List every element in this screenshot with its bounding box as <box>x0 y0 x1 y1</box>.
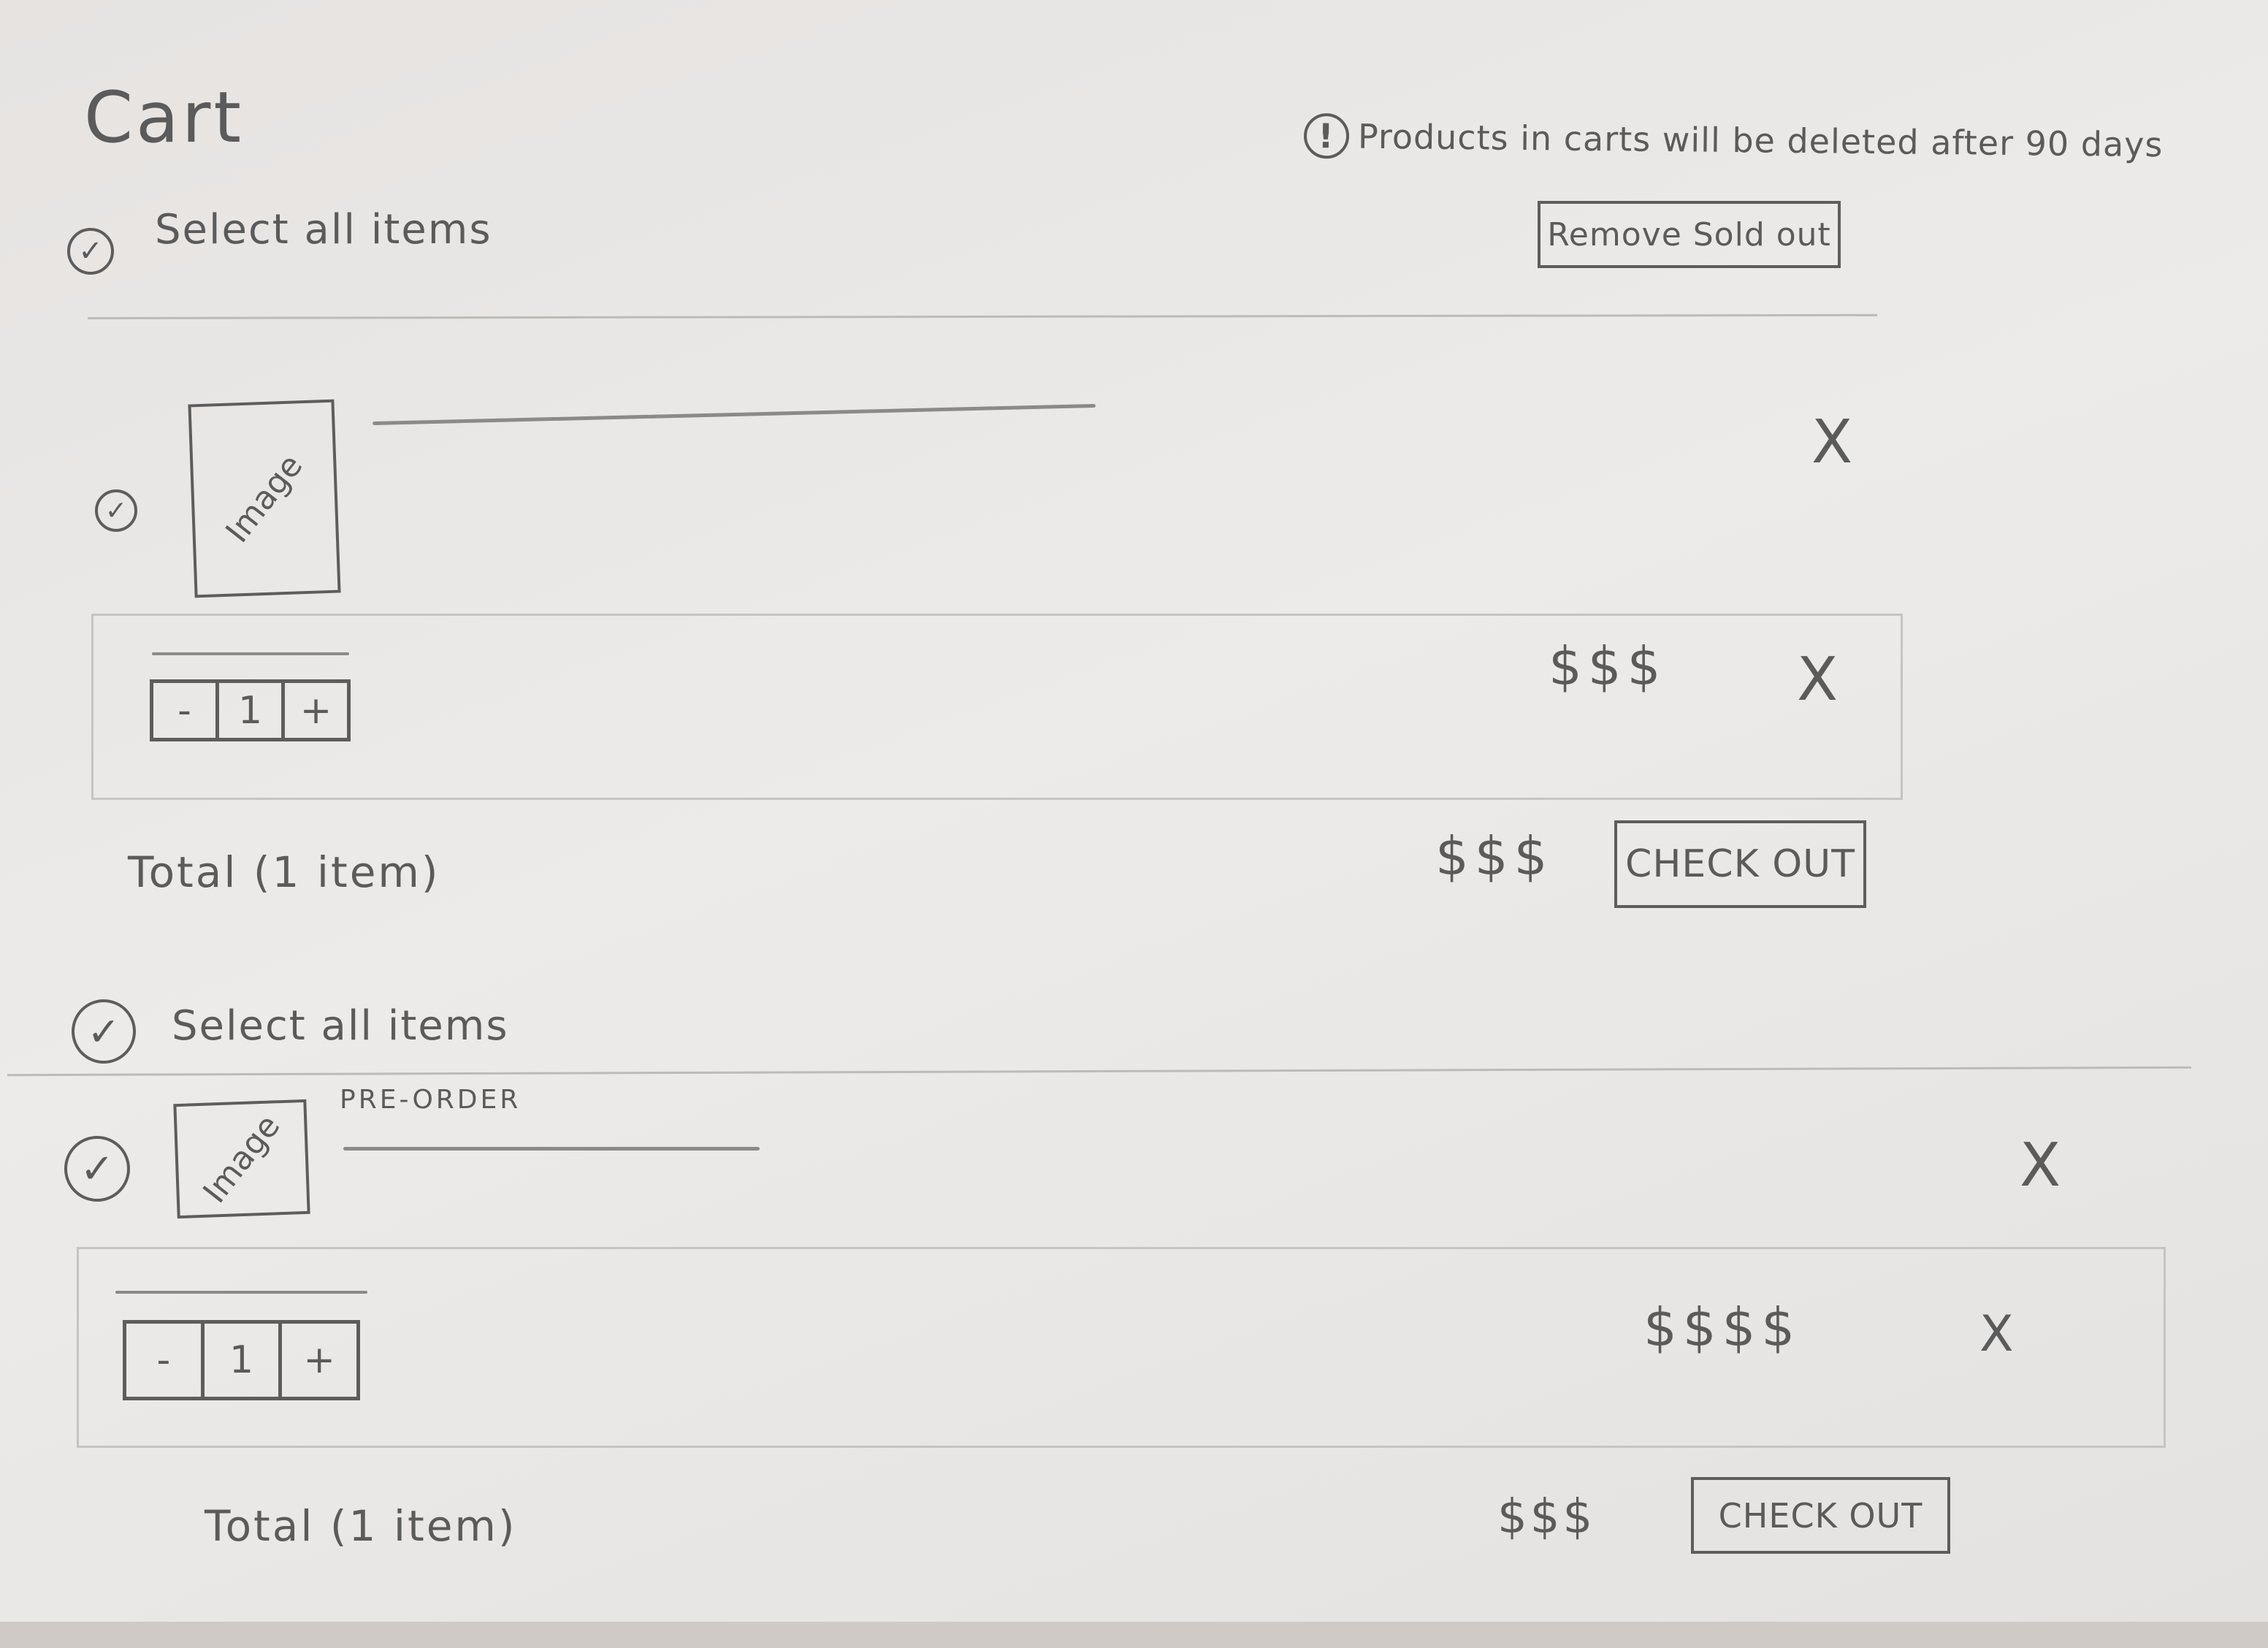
select-all-label: Select all items <box>155 206 492 253</box>
quantity-value: 1 <box>219 683 285 738</box>
total-price: $$$ <box>1435 825 1554 887</box>
product-image[interactable]: Image <box>173 1099 310 1219</box>
retention-notice: ! Products in carts will be deleted afte… <box>1303 107 2164 174</box>
increment-button[interactable]: + <box>299 688 332 733</box>
page-title: Cart <box>84 77 244 159</box>
select-all-checkbox-icon[interactable]: ✓ <box>67 228 114 275</box>
close-icon[interactable]: X <box>2020 1131 2061 1200</box>
product-image[interactable]: Image <box>188 399 341 598</box>
remove-item-icon[interactable]: X <box>1797 645 1839 714</box>
increment-button[interactable]: + <box>303 1338 335 1382</box>
total-label: Total (1 item) <box>128 847 440 897</box>
decrement-button[interactable]: - <box>153 683 219 738</box>
total-label: Total (1 item) <box>205 1501 517 1551</box>
variant-line <box>115 1291 367 1294</box>
cart-item-row <box>91 614 1903 800</box>
checkout-button[interactable]: CHECK OUT <box>1691 1477 1950 1554</box>
notice-text: Products in carts will be deleted after … <box>1357 116 2164 165</box>
variant-line <box>152 652 349 655</box>
quantity-stepper[interactable]: - 1 + <box>123 1320 360 1400</box>
product-name-line[interactable] <box>343 1147 760 1151</box>
image-placeholder-label: Image <box>218 447 310 550</box>
remove-sold-out-button[interactable]: Remove Sold out <box>1538 201 1841 268</box>
checkout-button[interactable]: CHECK OUT <box>1614 820 1866 908</box>
image-placeholder-label: Image <box>196 1107 288 1210</box>
decrement-button[interactable]: - <box>126 1324 205 1397</box>
quantity-stepper[interactable]: - 1 + <box>150 679 351 741</box>
close-icon[interactable]: X <box>1811 408 1853 477</box>
item-checkbox-icon[interactable]: ✓ <box>64 1136 130 1202</box>
remove-item-icon[interactable]: X <box>1979 1305 2014 1363</box>
select-all-label: Select all items <box>172 1002 509 1050</box>
total-price: $$$ <box>1497 1490 1596 1544</box>
item-checkbox-icon[interactable]: ✓ <box>95 489 137 532</box>
item-price: $$$$ <box>1643 1297 1801 1358</box>
quantity-value: 1 <box>205 1324 283 1397</box>
pre-order-badge: PRE-ORDER <box>340 1085 522 1115</box>
paper-edge <box>0 1622 2268 1648</box>
item-price: $$$ <box>1549 636 1667 697</box>
info-icon: ! <box>1303 112 1350 159</box>
cart-item-row <box>77 1247 2166 1448</box>
select-all-checkbox-icon[interactable]: ✓ <box>72 999 136 1064</box>
